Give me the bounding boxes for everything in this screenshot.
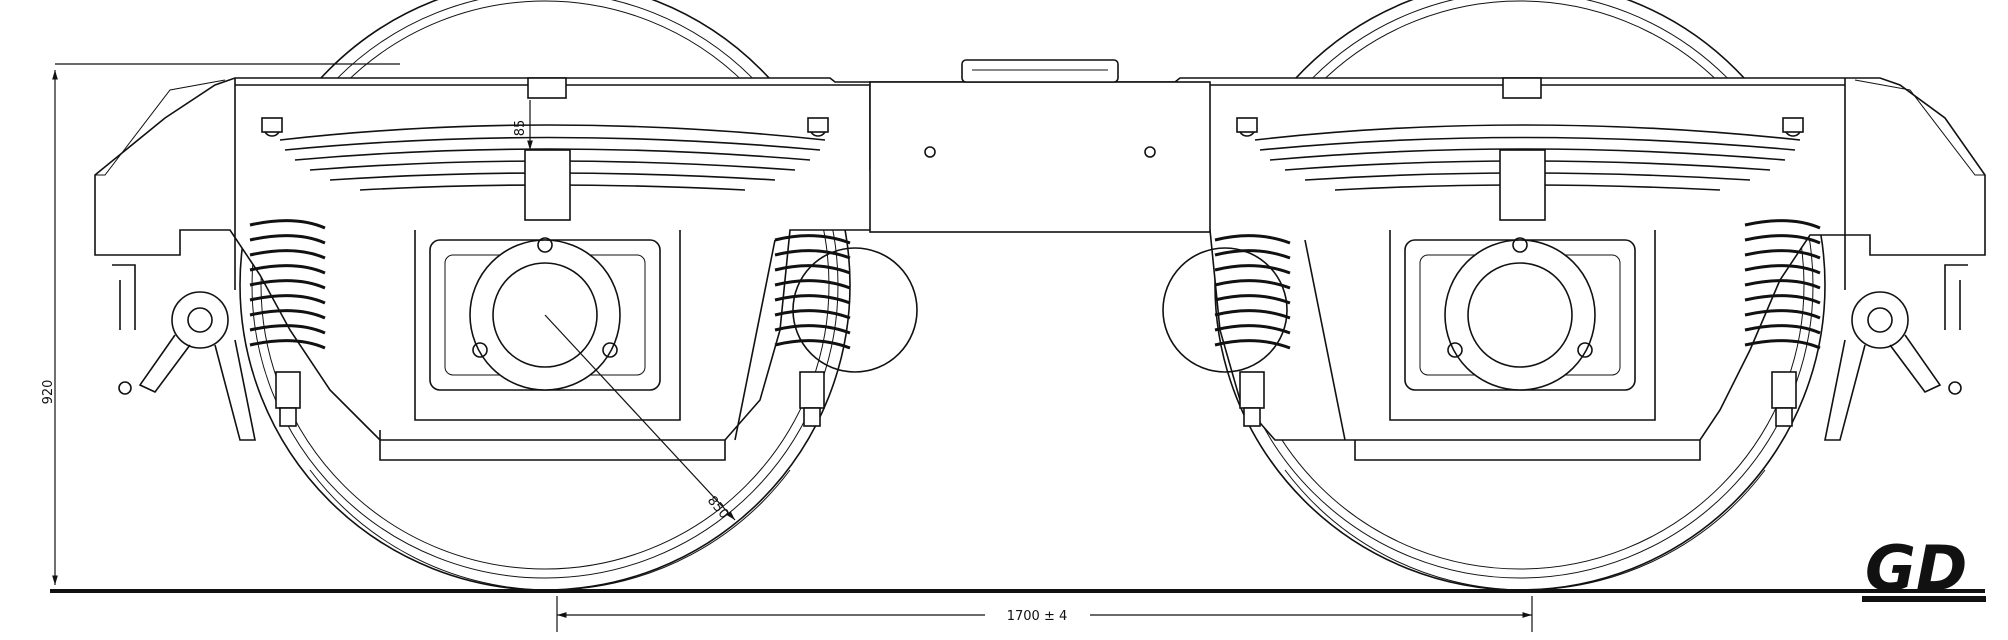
wheelbase-dimension-label: 1700 ± 4 bbox=[1007, 609, 1068, 624]
axle-box-right bbox=[1389, 230, 1656, 421]
height-dimension: 920 bbox=[41, 63, 400, 585]
bolster-ring-left bbox=[792, 247, 918, 373]
gd-logo: GD bbox=[1862, 532, 1986, 605]
leaf-spring-left bbox=[261, 77, 829, 221]
coil-spring-2 bbox=[774, 234, 851, 427]
bolster-ring-right bbox=[1162, 247, 1288, 373]
brake-lever-right bbox=[1824, 264, 1968, 441]
clearance-dimension: 85 bbox=[513, 100, 533, 150]
coil-spring-4 bbox=[1744, 219, 1821, 427]
coil-spring-1 bbox=[249, 219, 326, 427]
clearance-dimension-label: 85 bbox=[513, 120, 528, 137]
brake-lever-left bbox=[112, 264, 256, 441]
wheelbase-dimension: 1700 ± 4 bbox=[556, 596, 1533, 632]
gd-logo-text: GD bbox=[1865, 532, 1967, 605]
bogie-frame bbox=[94, 59, 1986, 461]
coil-spring-3 bbox=[1214, 234, 1291, 427]
height-dimension-label: 920 bbox=[41, 380, 56, 405]
leaf-spring-right bbox=[1236, 77, 1804, 221]
